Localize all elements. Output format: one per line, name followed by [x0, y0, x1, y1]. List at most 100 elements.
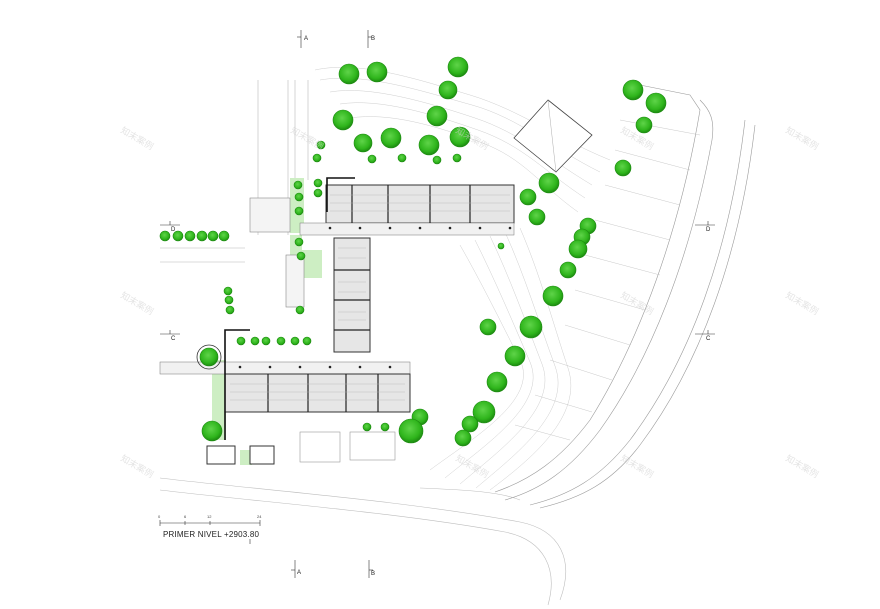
tree-icon: [447, 56, 469, 78]
hatch-lines: [514, 119, 701, 441]
section-label-b-bottom: B: [371, 571, 375, 577]
tree-icon: [426, 105, 448, 127]
central-wing: [333, 237, 371, 353]
watermark: 知末案例: [619, 452, 656, 480]
tree-icon: [207, 230, 219, 242]
section-label-b-top: B: [371, 36, 375, 42]
tree-icon: [312, 153, 322, 163]
partitions: [267, 185, 471, 412]
section-label-c-right: C: [706, 336, 711, 342]
tree-icon: [461, 415, 479, 433]
watermark: 知末案例: [784, 289, 821, 317]
tree-icon: [290, 336, 300, 346]
tree-icon: [250, 336, 260, 346]
scale-bar: [159, 520, 261, 526]
tree-icon: [398, 418, 424, 444]
tree-icon: [622, 79, 644, 101]
tree-icon: [472, 400, 496, 424]
watermark: 知末案例: [119, 124, 156, 152]
tree-icon: [519, 188, 537, 206]
tree-icon: [184, 230, 196, 242]
tree-icon: [201, 420, 223, 442]
tree-icon: [438, 80, 458, 100]
tree-icon: [353, 133, 373, 153]
section-label-d-left: D: [171, 227, 176, 233]
tree-icon: [380, 422, 390, 432]
tree-icon: [542, 285, 564, 307]
tree-icon: [295, 305, 305, 315]
buildings: [159, 184, 515, 465]
road-lines: [159, 477, 566, 606]
section-label-c-left: C: [171, 336, 176, 342]
tree-icon: [294, 206, 304, 216]
annex-building-2: [249, 445, 275, 465]
side-structure: [285, 254, 305, 308]
tree-icon: [338, 63, 360, 85]
tree-icon: [519, 315, 543, 339]
embankment-lines: [494, 84, 756, 509]
tree-icon: [454, 429, 472, 447]
tree-icon: [362, 422, 372, 432]
tree-icon: [486, 371, 508, 393]
scale-tick-6: 6: [184, 514, 187, 519]
trees: [159, 56, 667, 447]
watermark: 知末案例: [289, 124, 326, 152]
tree-icon: [199, 347, 219, 367]
tree-icon: [236, 336, 246, 346]
outbuilding: [299, 431, 341, 463]
tree-icon: [559, 261, 577, 279]
tree-icon: [276, 336, 286, 346]
watermark: 知末案例: [119, 289, 156, 317]
tree-icon: [294, 237, 304, 247]
tree-icon: [366, 61, 388, 83]
tree-icon: [449, 126, 471, 148]
tree-icon: [172, 230, 184, 242]
tree-icon: [224, 295, 234, 305]
watermark: 知末案例: [619, 289, 656, 317]
outbuilding-2: [349, 431, 396, 461]
tree-icon: [313, 178, 323, 188]
tree-icon: [316, 140, 326, 150]
section-label-a-top: A: [304, 36, 308, 42]
tree-icon: [504, 345, 526, 367]
tree-icon: [196, 230, 208, 242]
section-label-d-right: D: [706, 227, 711, 233]
tree-icon: [479, 318, 497, 336]
tree-icon: [218, 230, 230, 242]
lower-wing: [224, 373, 411, 413]
walls: [224, 177, 355, 440]
tree-icon: [380, 127, 402, 149]
tree-icon: [528, 208, 546, 226]
tree-icon: [313, 188, 323, 198]
scale-tick-24: 24: [257, 514, 262, 519]
tree-icon: [645, 92, 667, 114]
section-markers: [160, 30, 715, 578]
tree-icon: [296, 251, 306, 261]
tree-icon: [418, 134, 440, 156]
upper-wing: [325, 184, 515, 224]
annex-building: [206, 445, 236, 465]
scale-tick-0: 0: [158, 514, 161, 519]
tree-icon: [568, 239, 588, 259]
tree-icon: [635, 116, 653, 134]
tree-icon: [538, 172, 560, 194]
tree-icon: [332, 109, 354, 131]
tree-icon: [159, 230, 171, 242]
plan-title: PRIMER NIVEL +2903.80: [163, 530, 260, 539]
tree-icon: [225, 305, 235, 315]
section-label-a-bottom: A: [297, 570, 301, 576]
watermark: 知末案例: [784, 124, 821, 152]
tree-icon: [614, 159, 632, 177]
entrance-structure: [249, 197, 291, 233]
canopy-structure: [513, 99, 593, 173]
tree-icon: [397, 153, 407, 163]
tree-icon: [261, 336, 271, 346]
tree-icon: [223, 286, 233, 296]
scale-tick-12: 12: [207, 514, 212, 519]
lower-corridor: [159, 361, 411, 375]
tree-icon: [432, 155, 442, 165]
tree-icon: [294, 192, 304, 202]
watermark: 知末案例: [119, 452, 156, 480]
tree-icon: [367, 154, 377, 164]
